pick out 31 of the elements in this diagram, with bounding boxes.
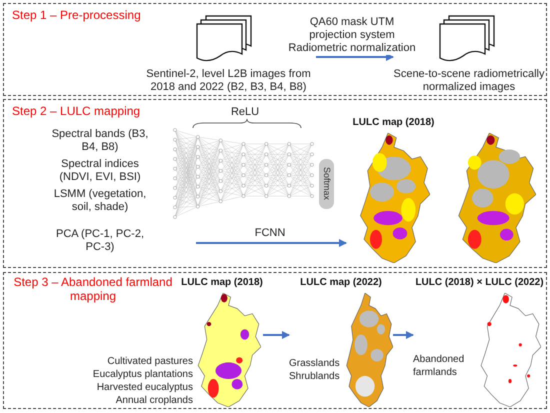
arrow bbox=[316, 53, 394, 61]
class-label: Harvested eucalyptus bbox=[96, 381, 193, 394]
class-label: Eucalyptus plantations bbox=[92, 368, 193, 381]
panel-title: Step 2 – LULC mapping bbox=[12, 104, 142, 118]
map-title: LULC map (2018) bbox=[181, 277, 263, 289]
arrow bbox=[263, 331, 290, 339]
class-label: Shrublands bbox=[289, 370, 341, 383]
image-caption: Sentinel-2, level L2B images from 2018 and 2022 (B2, B3, B4, B8) bbox=[145, 68, 312, 94]
edge-label: QA60 mask UTM projection system Radiometric normalization bbox=[287, 16, 417, 55]
softmax-box: Softmax bbox=[319, 159, 334, 209]
step-panel bbox=[3, 272, 547, 409]
panel-title: Step 1 – Pre-processing bbox=[12, 8, 142, 22]
picture bbox=[456, 133, 536, 263]
map-title: LULC (2018) × LULC (2022) bbox=[414, 277, 545, 289]
step-panel bbox=[3, 99, 547, 268]
arrow bbox=[393, 331, 414, 339]
feature-label: Spectral bands (B3, B4, B8) bbox=[50, 128, 150, 154]
panel-title: Step 3 – Abandoned farmland mapping bbox=[12, 275, 174, 303]
class-label: Grasslands bbox=[289, 357, 341, 370]
neural-network-drawing bbox=[171, 126, 316, 221]
class-label: Annual croplands bbox=[114, 394, 193, 407]
feature-label: Spectral indices (NDVI, EVI, BSI) bbox=[58, 158, 142, 184]
arrow bbox=[196, 239, 347, 247]
map-title: LULC map (2022) bbox=[299, 277, 383, 289]
feature-label: LSMM (vegetation, soil, shade) bbox=[52, 188, 148, 214]
feature-label: PCA (PC-1, PC-2, PC-3) bbox=[54, 228, 146, 254]
map-title: LULC map (2018) bbox=[352, 117, 436, 129]
class-label: Abandoned farmlands bbox=[413, 353, 466, 379]
class-label: Cultivated pastures bbox=[106, 355, 193, 368]
image-caption: Scene-to-scene radiometrically normalized images bbox=[393, 68, 545, 94]
layer-label: ReLU bbox=[230, 106, 260, 119]
